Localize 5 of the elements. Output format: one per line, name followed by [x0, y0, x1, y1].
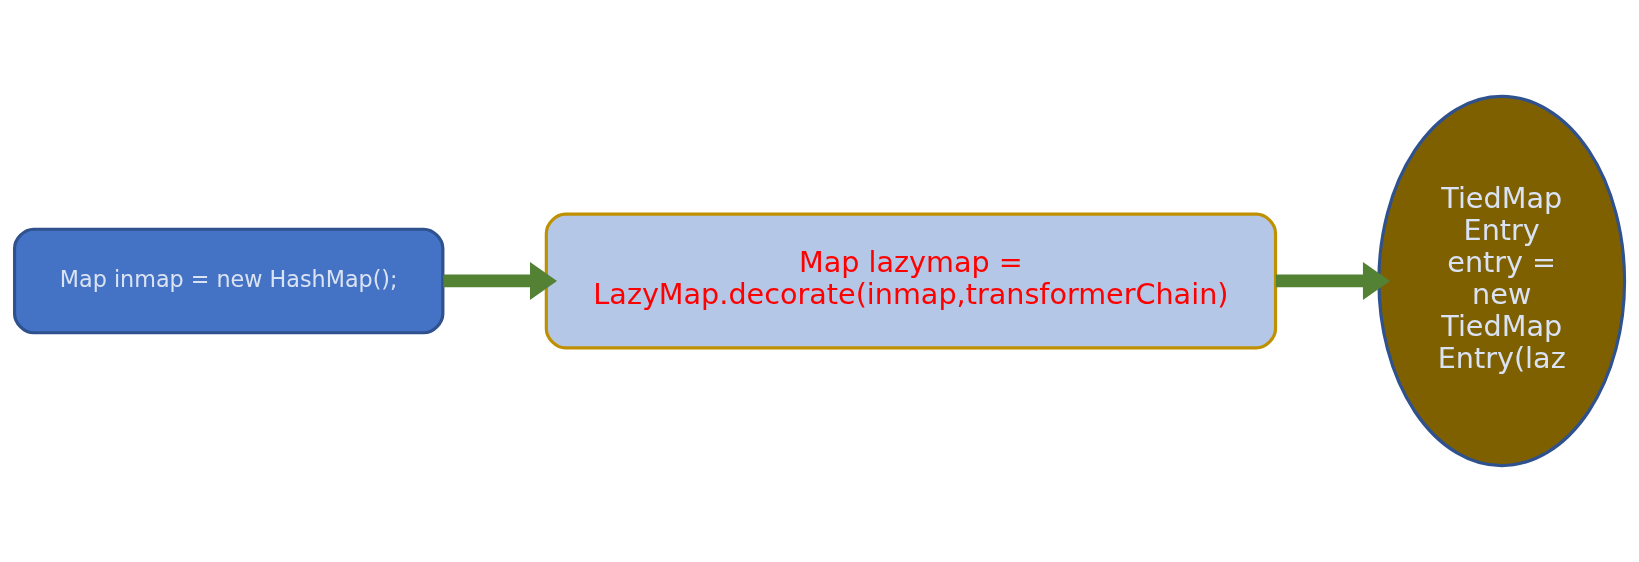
node-box: Map lazymap = LazyMap.decorate(inmap,transformerChain) [544, 212, 1278, 350]
node-ellipse: TiedMap Entry entry = new TiedMap Entry(laz [1377, 94, 1627, 468]
arrow [1275, 262, 1390, 300]
node-box: Map inmap = new HashMap(); [12, 227, 445, 335]
arrow [443, 262, 558, 300]
